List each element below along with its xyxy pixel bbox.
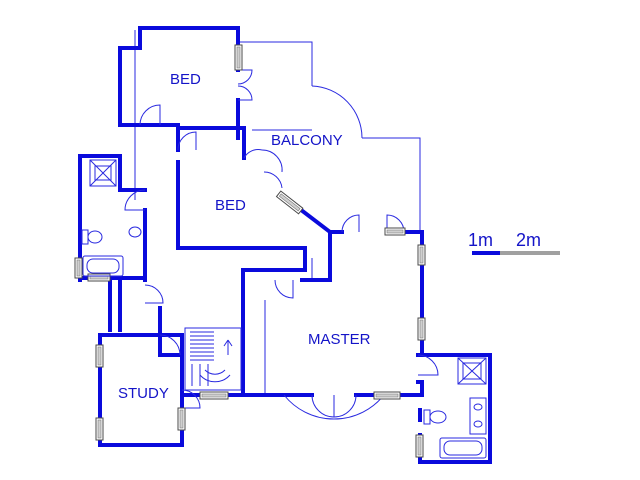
room-label-master: MASTER [308, 331, 371, 348]
room-label-balcony: BALCONY [271, 132, 343, 149]
room-labels: BED BALCONY BED MASTER STUDY [118, 71, 371, 402]
balcony-outline [134, 30, 421, 395]
staircase [184, 327, 242, 391]
room-label-study: STUDY [118, 385, 169, 402]
scale-label-1m: 1m [468, 230, 493, 250]
scale-bar: 1m 2m [468, 230, 560, 255]
left-bathroom-fixtures [81, 159, 142, 277]
room-label-bed-middle: BED [215, 197, 246, 214]
room-label-bed-top: BED [170, 71, 201, 88]
doors [124, 69, 439, 420]
windows [74, 44, 426, 458]
scale-label-2m: 2m [516, 230, 541, 250]
ensuite-fixtures [423, 357, 487, 459]
